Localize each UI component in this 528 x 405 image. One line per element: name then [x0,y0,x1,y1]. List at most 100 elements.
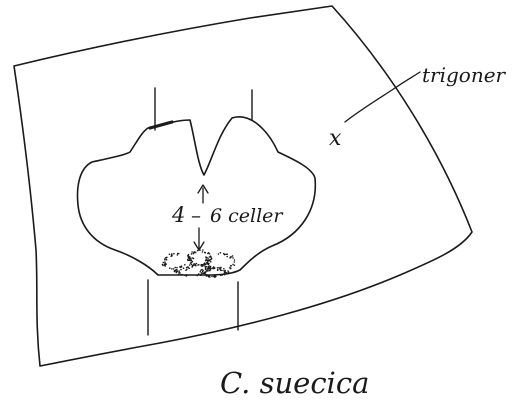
stipple-dot [163,262,165,264]
stipple-dot [210,261,212,263]
cell-count-dash: – [191,203,201,227]
stipple-dot [202,270,204,272]
stipple-dot [173,253,175,255]
stipple-dot [218,267,220,269]
stipple-dot [223,268,225,270]
stipple-dot [194,264,196,266]
stipple-dot [191,253,193,255]
stipple-dot [217,269,219,271]
stipple-dot [171,268,173,270]
stipple-dot [191,266,193,268]
stipple-dot [207,258,209,260]
stipple-dot [206,266,208,268]
stipple-dot [225,254,227,256]
stipple-dot [227,270,229,272]
stipple-dot [209,256,211,258]
stipple-dot [165,257,167,259]
outer-cell-outline [14,6,472,366]
stipple-dot [229,267,231,269]
stipple-dot [187,259,189,261]
stipple-dot [204,264,206,266]
stipple-dot [177,253,179,255]
stipple-dot [182,274,184,276]
stipple-dot [214,267,216,269]
stipple-dot [221,274,223,276]
stippled-cell-cluster [162,249,236,278]
stipple-dot [218,253,220,255]
stipple-dot [193,265,195,267]
stipple-dot [164,264,166,266]
stipple-dot [198,264,200,266]
stipple-dot [200,271,202,273]
stipple-dot [232,255,234,257]
stipple-dot [207,270,209,272]
stipple-dot [209,268,211,270]
stipple-dot [220,269,222,271]
stipple-dot [169,254,171,256]
stipple-dot [169,267,171,269]
stipple-dot [224,274,226,276]
stipple-dot [214,275,216,277]
stipple-dot [232,264,234,266]
stipple-dot [192,257,194,259]
stipple-dot [186,274,188,276]
stipple-dot [205,269,207,271]
stipple-dot [175,267,177,269]
stipple-dot [209,259,211,261]
stipple-dot [164,259,166,261]
stipple-dot [202,265,204,267]
stipple-dot [212,268,214,270]
stipple-dot [206,257,208,259]
stipple-dot [230,256,232,258]
stipple-dot [206,274,208,276]
stipple-dot [208,263,210,265]
stipple-dot [189,264,191,266]
stipple-dot [165,263,167,265]
stipple-dot [202,251,204,253]
stipple-dot [207,275,209,277]
stipple-dot [197,250,199,252]
stipple-dot [184,275,186,277]
stipple-dot [223,253,225,255]
stipple-dot [183,267,185,269]
cell-count-left: 4 [171,203,185,227]
stipple-dot [196,275,198,277]
stipple-dot [188,268,190,270]
stipple-dot [205,258,207,260]
trigoner-label: trigoner [422,63,507,87]
stipple-dot [195,252,197,254]
stipple-dot [184,264,186,266]
stipple-dot [201,272,203,274]
stipple-dot [204,252,206,254]
stipple-dot [191,260,193,262]
stipple-dot [230,265,232,267]
stipple-dot [220,252,222,254]
stipple-dot [199,249,201,251]
stipple-dot [208,265,210,267]
stipple-dot [176,267,178,269]
stipple-dot [234,265,236,267]
stipple-dot [200,274,202,276]
stipple-dot [178,273,180,275]
lumen-thick-edge [150,122,172,128]
stipple-dot [205,272,207,274]
stipple-dot [234,259,236,261]
stipple-dot [166,259,168,261]
stipple-dot [211,276,213,278]
cell-count-right: 6 celler [210,205,284,227]
stipple-dot [190,262,192,264]
stipple-dot [180,274,182,276]
stipple-dot [174,271,176,273]
stipple-dot [192,261,194,263]
trigon-marker: x [329,126,342,151]
stipple-dot [226,256,228,258]
stipple-dot [208,252,210,254]
stipple-dot [176,272,178,274]
stipple-dot [220,267,222,269]
stipple-dot [200,269,202,271]
stipple-dot [180,269,182,271]
stipple-dot [209,270,211,272]
trigoner-pointer-line [345,72,420,122]
stipple-dot [189,257,191,259]
